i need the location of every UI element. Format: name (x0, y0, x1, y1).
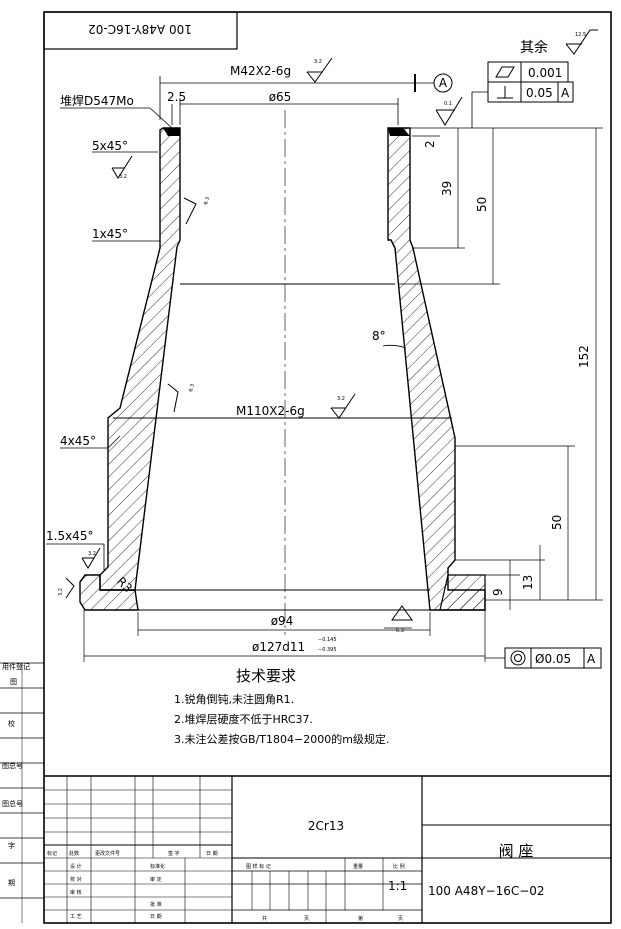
dim-2: 2 (423, 140, 437, 148)
tb-process: 工 艺 (70, 914, 82, 920)
rotated-drawing-number: 100 A48Y-16C-02 (88, 22, 192, 36)
tb-design: 设 计 (70, 863, 82, 870)
right-flange-section (439, 574, 486, 611)
side-label-1: 用件登记 (2, 662, 30, 671)
thread-top-roughness: 3.2 (314, 59, 322, 65)
tb-weight: 重量 (353, 863, 363, 870)
side-label-2: 图 (10, 678, 17, 686)
tb-scale: 1:1 (388, 879, 407, 893)
dim-152: 152 (577, 345, 591, 368)
tb-sign: 签 字 (168, 850, 180, 857)
tb-approve-2: 批 准 (150, 901, 162, 908)
part-name: 阀 座 (499, 842, 534, 860)
thread-mid: M110X2-6g (236, 404, 305, 418)
roughness-6-3-c: 6.3 (396, 628, 404, 634)
datum-a-circle (433, 73, 453, 93)
tb-page-unit: 页 (304, 916, 309, 922)
tol-lower: −0.395 (318, 647, 337, 653)
dim-dia65: ø65 (269, 90, 292, 104)
chamfer-1-5x45: 1.5x45° (46, 529, 93, 543)
dim-9: 9 (491, 588, 505, 596)
tol-upper: −0.145 (318, 637, 337, 643)
tech-item-2: 2.堆焊层硬度不低于HRC37. (174, 712, 313, 726)
surface-rest-value: 12.5 (575, 32, 586, 38)
roughness-symbol-rest (565, 29, 598, 55)
tb-date2: 日 期 (150, 914, 162, 920)
dim-50-bottom: 50 (550, 515, 564, 530)
tolerance-leader (471, 91, 488, 128)
perp-value: 0.05 (526, 86, 553, 100)
tech-item-3: 3.未注公差按GB/T1804−2000的m级规定. (174, 732, 389, 746)
tb-date: 日 期 (206, 851, 218, 857)
roughness-3-2-c: 3.2 (88, 551, 96, 557)
side-label-4: 图总号 (2, 761, 23, 770)
tb-total: 共 (262, 915, 267, 922)
tb-sheet: 第 (358, 915, 363, 922)
angle-8: 8° (372, 329, 386, 343)
tech-item-1: 1.锐角倒钝,未注圆角R1. (174, 692, 294, 706)
tech-requirements-title: 技术要求 (236, 667, 296, 685)
tb-stage: 图 样 标 记 (246, 863, 271, 870)
datum-a-label: A (439, 76, 448, 90)
tb-scale-label: 比 例 (393, 863, 405, 870)
right-hardfacing (388, 128, 410, 136)
dim-2-5: 2.5 (167, 90, 186, 104)
title-block (44, 775, 611, 923)
roughness-6-3-a: 6.3 (203, 196, 211, 205)
dim-39: 39 (440, 181, 454, 196)
tb-check: 校 对 (70, 876, 82, 883)
tb-mark: 标记 (47, 850, 57, 857)
chamfer-1x45: 1x45° (92, 227, 128, 241)
tb-sheet-unit: 页 (398, 916, 403, 922)
hardfacing-label: 堆焊D547Mo (60, 93, 134, 108)
drawing-number: 100 A48Y−16C−02 (428, 884, 545, 898)
top-face-roughness: 0.1 (444, 101, 452, 107)
roughness-3-2-d: 3.2 (58, 588, 64, 596)
tb-std: 标准化 (150, 863, 165, 870)
side-label-6: 字 (8, 841, 15, 850)
dim-dia127: ø127d11 (252, 640, 305, 654)
drawing-frame (43, 11, 612, 924)
tb-count: 处数 (69, 850, 79, 857)
dim-13: 13 (521, 575, 535, 590)
dim-50-top: 50 (475, 197, 489, 212)
thread-top: M42X2-6g (230, 64, 291, 78)
side-label-5: 图总号 (2, 799, 23, 808)
roughness-6-3-b: 6.3 (188, 383, 196, 392)
side-label-7: 期 (8, 879, 15, 887)
perp-datum: A (561, 86, 570, 100)
coaxiality-frame (485, 647, 602, 669)
coax-datum: A (587, 652, 596, 666)
right-wall-section (387, 127, 486, 611)
flatness-value: 0.001 (528, 66, 562, 80)
tb-doc: 更改文件号 (95, 850, 120, 857)
coax-value: Ø0.05 (535, 652, 571, 666)
dim-dia94: ø94 (271, 614, 294, 628)
left-hardfacing (163, 128, 180, 136)
chamfer-5x45: 5x45° (92, 139, 128, 153)
thread-mid-roughness: 3.2 (337, 396, 345, 402)
chamfer-roughness: 3.2 (119, 174, 127, 180)
left-wall-section (99, 127, 181, 591)
tb-review: 审 核 (70, 889, 82, 896)
surface-rest-label: 其余 (520, 39, 548, 56)
rotated-number-box (43, 11, 238, 50)
side-label-3: 校 (8, 719, 15, 728)
tb-approve-1: 审 定 (150, 876, 162, 883)
chamfer-4x45: 4x45° (60, 434, 96, 448)
material: 2Cr13 (308, 819, 344, 833)
